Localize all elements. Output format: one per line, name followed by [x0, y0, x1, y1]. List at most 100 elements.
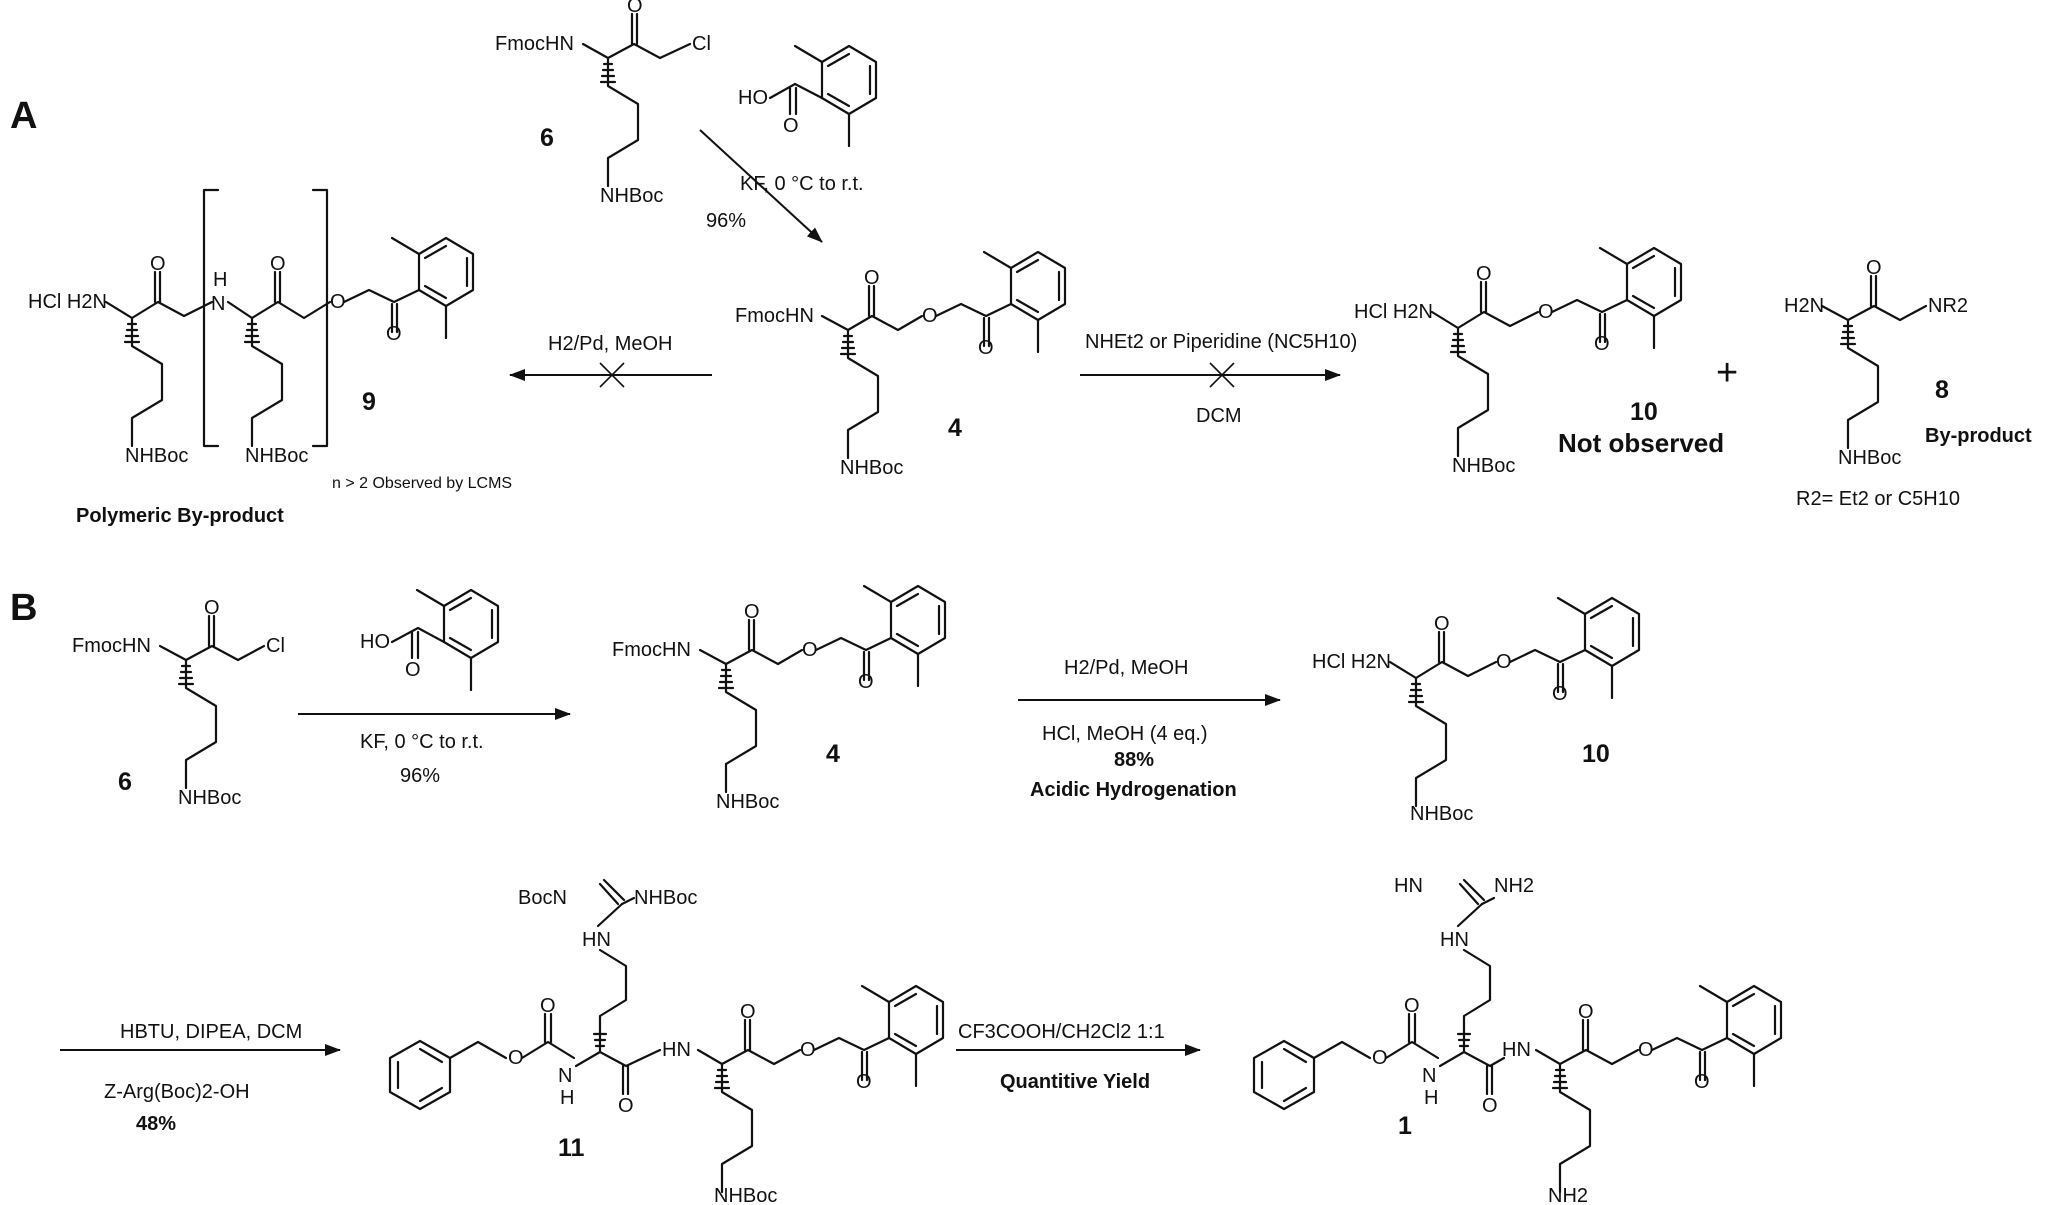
ester-oxygen: O	[800, 1039, 816, 1061]
compound-4-a: FmocHN O O O NHBoc 4	[735, 250, 1067, 479]
amide-n-label: N	[1422, 1065, 1436, 1087]
h2n-label: H2N	[1784, 295, 1824, 317]
ester-oxygen: O	[1496, 651, 1512, 673]
acid-oxygen: O	[783, 115, 799, 137]
ester-carbonyl-oxygen: O	[978, 337, 994, 359]
nhboc-label: NHBoc	[714, 1185, 777, 1205]
ester-carbonyl-oxygen: O	[858, 671, 874, 693]
nhboc-label: NHBoc	[716, 791, 779, 813]
amide-hn-label: HN	[1502, 1039, 1531, 1061]
compound-label-4: 4	[948, 414, 962, 442]
polymeric-byproduct-label: Polymeric By-product	[76, 505, 284, 527]
condition-h2pd: H2/Pd, MeOH	[1064, 657, 1188, 679]
compound-8: H2N O NR2 NHBoc 8 By-product R2= Et2 or …	[1784, 257, 2032, 510]
amide-h-label: H	[560, 1087, 574, 1109]
cross-mark	[599, 362, 625, 388]
compound-9-polymer: HCl H2N O NHBoc H N O NHBoc O O 9 n > 2 …	[28, 188, 512, 527]
ester-oxygen: O	[330, 291, 346, 313]
nhboc-label: NHBoc	[634, 887, 697, 909]
ester-oxygen: O	[1638, 1039, 1654, 1061]
hcl-h2n-label: HCl H2N	[1354, 301, 1433, 323]
nhboc-label: NHBoc	[1410, 803, 1473, 825]
hcl-h2n-label: HCl H2N	[1312, 651, 1391, 673]
ester-carbonyl-oxygen: O	[386, 323, 402, 345]
nhboc-label: NHBoc	[125, 445, 188, 467]
panel-label-b: B	[10, 587, 37, 629]
dimethylbenzoic-acid-b: HO O	[360, 588, 500, 692]
acidic-hydrogenation-label: Acidic Hydrogenation	[1030, 779, 1237, 801]
ester-carbonyl-oxygen: O	[1594, 333, 1610, 355]
condition-tfa: CF3COOH/CH2Cl2 1:1	[958, 1021, 1165, 1043]
amide-h-label: H	[1424, 1087, 1438, 1109]
carbonyl-oxygen: O	[1476, 263, 1492, 285]
nhboc-label: NHBoc	[178, 787, 241, 809]
not-observed-label: Not observed	[1558, 428, 1724, 458]
plus-sign: +	[1716, 352, 1738, 394]
yield-96: 96%	[400, 765, 440, 787]
carbonyl-oxygen: O	[627, 0, 643, 17]
compound-label-8: 8	[1935, 376, 1949, 404]
cross-mark	[1209, 362, 1235, 388]
amide-hn-label: HN	[662, 1039, 691, 1061]
compound-label-6: 6	[540, 124, 554, 152]
guanidine-hn-label: HN	[1440, 929, 1469, 951]
dimethylbenzoic-acid-top: HO O	[738, 44, 878, 148]
nhboc-label: NHBoc	[840, 457, 903, 479]
compound-6-top: FmocHN O Cl NHBoc 6	[495, 0, 711, 207]
nhboc-label: NHBoc	[1452, 455, 1515, 477]
compound-10-b: HCl H2N O O O NHBoc 10	[1312, 596, 1641, 825]
fmochn-label: FmocHN	[735, 305, 814, 327]
condition-kf: KF, 0 °C to r.t.	[740, 173, 864, 195]
amide-carbonyl-oxygen: O	[1482, 1095, 1498, 1117]
condition-h2pd: H2/Pd, MeOH	[548, 333, 672, 355]
compound-label-10: 10	[1582, 740, 1610, 768]
hydroxyl-label: HO	[738, 87, 768, 109]
compound-6-b: FmocHN O Cl NHBoc 6	[72, 597, 285, 809]
compound-label-1: 1	[1398, 1112, 1412, 1140]
imine-hn-label: HN	[1394, 875, 1423, 897]
carbonyl-oxygen: O	[744, 601, 760, 623]
amine-n-label: N	[211, 293, 225, 315]
compound-label-10: 10	[1630, 398, 1658, 426]
acid-oxygen: O	[405, 659, 421, 681]
quantitive-yield-label: Quantitive Yield	[1000, 1071, 1150, 1093]
amine-h-label: H	[213, 269, 227, 291]
amide-carbonyl-oxygen: O	[618, 1095, 634, 1117]
carbonyl-oxygen: O	[270, 253, 286, 275]
compound-label-9: 9	[362, 388, 376, 416]
carbonyl-oxygen: O	[150, 253, 166, 275]
nh2-label: NH2	[1548, 1185, 1588, 1205]
hcl-h2n-label: HCl H2N	[28, 291, 107, 313]
condition-hbtu: HBTU, DIPEA, DCM	[120, 1021, 302, 1043]
compound-11: O O N H O HN BocN NHBoc HN O O O NHBoc 1…	[388, 878, 945, 1205]
r2-definition: R2= Et2 or C5H10	[1796, 488, 1960, 510]
compound-1: O O N H O HN HN NH2 HN O O O NH2 1	[1252, 875, 1783, 1205]
carbamate-carbonyl-oxygen: O	[540, 995, 556, 1017]
carbamate-carbonyl-oxygen: O	[1404, 995, 1420, 1017]
carbonyl-oxygen: O	[1578, 1001, 1594, 1023]
amide-n-label: N	[558, 1065, 572, 1087]
compound-label-11: 11	[558, 1134, 585, 1162]
fmochn-label: FmocHN	[495, 33, 574, 55]
ester-carbonyl-oxygen: O	[1552, 683, 1568, 705]
hydroxyl-label: HO	[360, 631, 390, 653]
nhboc-label: NHBoc	[1838, 447, 1901, 469]
compound-10-a: HCl H2N O O O NHBoc 10 Not observed	[1354, 246, 1724, 477]
panel-label-a: A	[10, 95, 37, 137]
ester-oxygen: O	[922, 305, 938, 327]
compound-label-4: 4	[826, 740, 840, 768]
carbonyl-oxygen: O	[740, 1001, 756, 1023]
ester-carbonyl-oxygen: O	[1694, 1071, 1710, 1093]
nhboc-label: NHBoc	[245, 445, 308, 467]
fmochn-label: FmocHN	[72, 635, 151, 657]
byproduct-label: By-product	[1925, 425, 2032, 447]
nh2-label: NH2	[1494, 875, 1534, 897]
yield-48: 48%	[136, 1113, 176, 1135]
yield-88: 88%	[1114, 749, 1154, 771]
condition-dcm: DCM	[1196, 405, 1242, 427]
n-observed-note: n > 2 Observed by LCMS	[332, 475, 512, 492]
reagent-zarg: Z-Arg(Boc)2-OH	[104, 1081, 250, 1103]
nr2-label: NR2	[1928, 295, 1968, 317]
condition-hcl-meoh: HCl, MeOH (4 eq.)	[1042, 723, 1208, 745]
condition-kf: KF, 0 °C to r.t.	[360, 731, 484, 753]
